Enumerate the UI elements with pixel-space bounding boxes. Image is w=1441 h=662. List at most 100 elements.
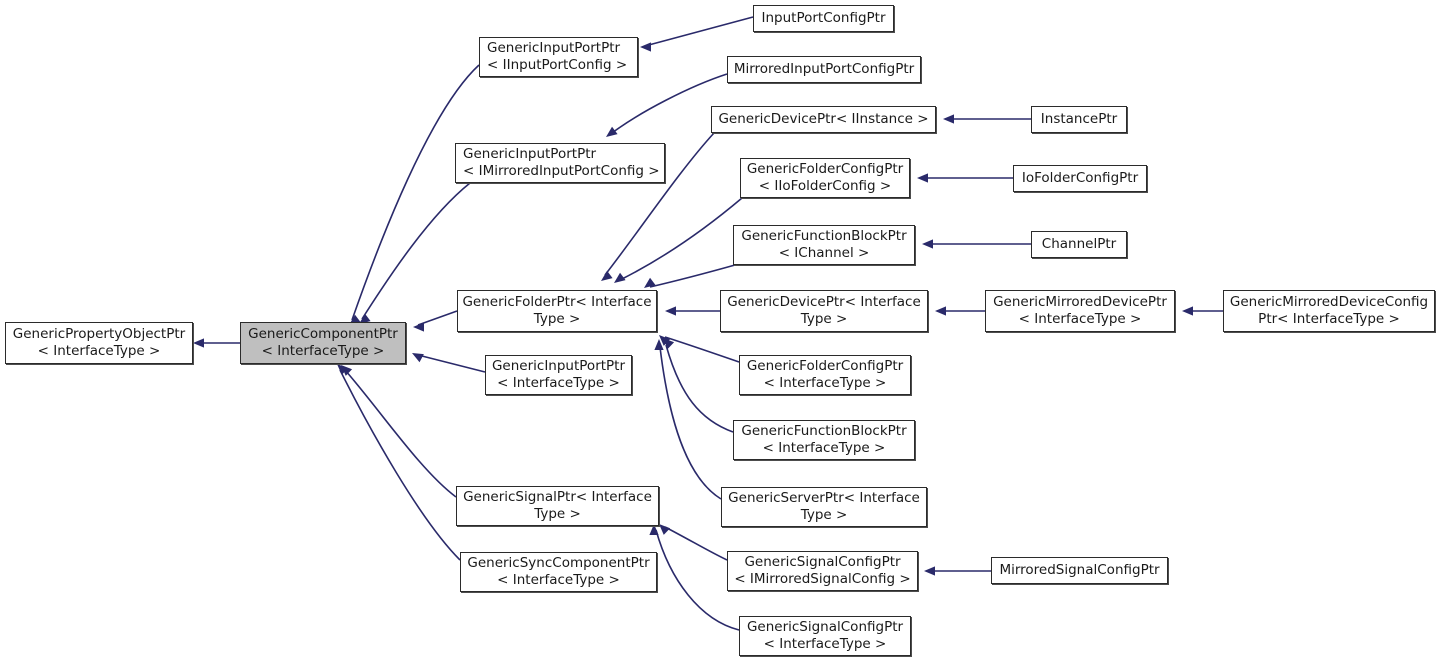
node-label-line: GenericMirroredDeviceConfig	[1229, 294, 1429, 310]
arrowhead-e-gmdp-gdp	[935, 306, 946, 316]
node-label-line: GenericInputPortPtr	[487, 40, 621, 56]
node-label-line: GenericDevicePtr< IInstance >	[718, 111, 929, 127]
node-label-line: GenericSyncComponentPtr	[467, 555, 650, 571]
node-label-line: GenericFolderConfigPtr	[746, 358, 904, 374]
node-label-line: GenericComponentPtr	[248, 326, 398, 342]
arrowhead-e-gmdcp-gmdp	[1182, 306, 1193, 316]
node-label-line: InputPortConfigPtr	[761, 10, 886, 26]
arrowhead-e-gfbp-itype-folder	[663, 338, 675, 349]
node-generic-component-ptr[interactable]: GenericComponentPtr< InterfaceType >	[240, 322, 406, 364]
node-generic-input-port-ptr-iinputportconfig[interactable]: GenericInputPortPtr< IInputPortConfig >	[479, 37, 638, 77]
node-label-line: MirroredInputPortConfigPtr	[733, 61, 915, 77]
node-generic-function-block-ptr-ichannel[interactable]: GenericFunctionBlockPtr< IChannel >	[733, 225, 915, 265]
node-label-line: Type >	[800, 507, 848, 523]
node-label-line: GenericFolderPtr< Interface	[462, 294, 652, 310]
node-label-line: < IChannel >	[778, 245, 870, 261]
node-generic-sync-component-ptr[interactable]: GenericSyncComponentPtr< InterfaceType >	[460, 552, 657, 592]
node-label-line: GenericPropertyObjectPtr	[12, 326, 186, 342]
arrowhead-e-gipp-itype-comp	[412, 353, 424, 363]
edge-e-gsp-itype-folder	[659, 346, 722, 500]
node-generic-function-block-ptr-interfacetype[interactable]: GenericFunctionBlockPtr< InterfaceType >	[733, 420, 915, 460]
edge-e-gfbp-ich-folder	[649, 264, 736, 288]
node-generic-signal-config-ptr-imirroredsignalconfig[interactable]: GenericSignalConfigPtr< IMirroredSignalC…	[727, 551, 918, 591]
node-label-line: GenericSignalPtr< Interface	[463, 489, 652, 505]
node-generic-folder-config-ptr-iiofolderconfig[interactable]: GenericFolderConfigPtr< IIoFolderConfig …	[740, 158, 910, 198]
node-generic-device-ptr-iinstance[interactable]: GenericDevicePtr< IInstance >	[711, 106, 936, 133]
node-label-line: < IMirroredInputPortConfig >	[463, 163, 660, 179]
node-label-line: GenericFunctionBlockPtr	[741, 423, 907, 439]
node-channel-ptr[interactable]: ChannelPtr	[1031, 231, 1127, 258]
node-generic-folder-config-ptr-interfacetype[interactable]: GenericFolderConfigPtr< InterfaceType >	[739, 355, 911, 395]
node-label-line: GenericDevicePtr< Interface	[727, 294, 921, 310]
arrowhead-e-gfcp-itype-folder	[659, 335, 671, 346]
node-label-line: Type >	[800, 311, 848, 327]
node-label-line: GenericFunctionBlockPtr	[741, 228, 907, 244]
arrowhead-e-gdp-iinst-folder	[601, 270, 613, 281]
node-label-line: GenericInputPortPtr	[463, 146, 597, 162]
arrowhead-e-gsigcfg-mirr-gsigp	[659, 524, 671, 535]
node-label-line: < InterfaceType >	[763, 636, 887, 652]
arrowhead-e-gsp-itype-folder	[654, 339, 664, 350]
edge-e-gfbp-itype-folder	[665, 344, 734, 433]
arrowhead-e-iofcp-gfcp	[917, 173, 928, 183]
node-generic-mirrored-device-ptr[interactable]: GenericMirroredDevicePtr< InterfaceType …	[985, 290, 1175, 332]
edge-e-gipp-iipc-comp	[351, 64, 480, 321]
edge-e-ipcp-gipp	[644, 16, 754, 47]
node-label-line: < InterfaceType >	[497, 572, 620, 588]
node-label-line: InstancePtr	[1040, 111, 1118, 127]
edge-e-mipcp-gipp	[611, 73, 728, 134]
arrowhead-e-gfbp-ich-folder	[644, 277, 656, 288]
node-label-line: Type >	[534, 506, 581, 522]
node-io-folder-config-ptr[interactable]: IoFolderConfigPtr	[1013, 165, 1147, 192]
node-label-line: < IMirroredSignalConfig >	[734, 571, 911, 587]
arrowhead-e-chp-gfbp	[922, 239, 933, 249]
node-label-line: ChannelPtr	[1041, 236, 1117, 252]
node-label-line: < InterfaceType >	[261, 343, 385, 359]
node-mirrored-signal-config-ptr[interactable]: MirroredSignalConfigPtr	[991, 557, 1168, 584]
node-label-line: GenericSignalConfigPtr	[746, 619, 904, 635]
edge-e-gfcp-itype-folder	[664, 336, 740, 363]
node-label-line: < InterfaceType >	[37, 343, 161, 359]
arrowhead-e-gfcp-iiof-folder	[614, 272, 626, 283]
node-label-line: Ptr< InterfaceType >	[1258, 311, 1400, 327]
node-label-line: MirroredSignalConfigPtr	[999, 562, 1160, 578]
node-label-line: < InterfaceType >	[497, 375, 620, 391]
node-generic-property-object-ptr[interactable]: GenericPropertyObjectPtr< InterfaceType …	[5, 322, 193, 364]
node-generic-input-port-ptr-imirroredinputportconfig[interactable]: GenericInputPortPtr< IMirroredInputPortC…	[455, 143, 665, 183]
edge-e-gsigcfg-mirr-gsigp	[664, 526, 728, 561]
node-input-port-config-ptr[interactable]: InputPortConfigPtr	[753, 5, 894, 32]
node-label-line: < InterfaceType >	[1018, 311, 1142, 327]
node-mirrored-input-port-config-ptr[interactable]: MirroredInputPortConfigPtr	[727, 56, 921, 83]
arrowhead-e-msc-gsigcfg	[924, 566, 935, 576]
node-label-line: GenericFolderConfigPtr	[746, 161, 904, 177]
edge-e-gscp-comp	[339, 369, 461, 561]
edge-e-gsigp-comp	[344, 369, 457, 498]
edge-e-gipp-mirr-comp	[361, 182, 471, 320]
arrowhead-e-gscp-comp	[337, 364, 349, 375]
node-label-line: < InterfaceType >	[763, 375, 887, 391]
edge-e-gipp-itype-comp	[417, 354, 486, 373]
edge-e-folder-comp	[417, 310, 458, 326]
node-label-line: Type >	[533, 311, 581, 327]
arrowhead-e-ipcp-gipp	[640, 42, 651, 52]
arrowhead-e-mipcp-gipp	[606, 126, 618, 137]
arrowhead-e-gdp-itype-folder	[665, 306, 676, 316]
arrowhead-e-folder-comp	[413, 322, 424, 332]
node-label-line: GenericServerPtr< Interface	[728, 490, 920, 506]
arrowhead-e-comp-prop	[193, 338, 204, 348]
arrowhead-e-instp-gdp	[943, 114, 954, 124]
node-label-line: < InterfaceType >	[762, 440, 886, 456]
node-generic-input-port-ptr-interfacetype[interactable]: GenericInputPortPtr< InterfaceType >	[485, 355, 632, 395]
edge-e-gfcp-iiof-folder	[619, 197, 743, 281]
node-label-line: GenericInputPortPtr	[491, 358, 626, 374]
node-generic-signal-config-ptr-interfacetype[interactable]: GenericSignalConfigPtr< InterfaceType >	[739, 616, 911, 656]
node-label-line: GenericMirroredDevicePtr	[993, 294, 1167, 310]
node-instance-ptr[interactable]: InstancePtr	[1031, 106, 1127, 133]
node-label-line: < IInputPortConfig >	[487, 57, 628, 73]
